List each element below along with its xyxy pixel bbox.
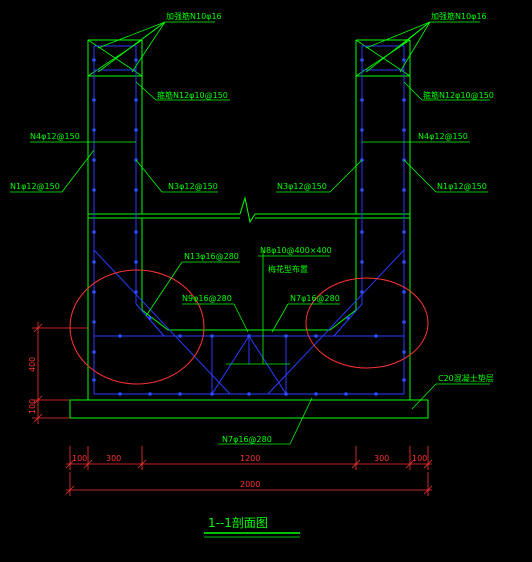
label-n13: N13φ16@280 — [184, 252, 239, 261]
label-n1-left: N1φ12@150 — [10, 182, 60, 191]
label-n1-right: N1φ12@150 — [437, 182, 487, 191]
label-n4-right: N4φ12@150 — [418, 132, 468, 141]
label-stirrup-left: 箍筋N12φ10@150 — [157, 90, 228, 100]
dim-total: 2000 — [240, 480, 260, 489]
label-n9: N9φ16@280 — [182, 294, 232, 303]
rebar — [93, 45, 405, 395]
annotations: 加强筋N10φ16 加强筋N10φ16 箍筋N12φ10@150 箍筋N12φ1… — [10, 11, 494, 444]
title-block: 1--1剖面图 — [204, 516, 300, 538]
concrete-outline — [69, 39, 429, 419]
label-n8: N8φ10@400×400 — [260, 246, 332, 255]
label-reinf-right: 加强筋N10φ16 — [431, 11, 487, 21]
dim-100-right: 100 — [412, 454, 427, 463]
label-c20: C20混凝土垫层 — [438, 373, 494, 383]
dim-100-vert: 100 — [28, 399, 37, 414]
label-n4-left: N4φ12@150 — [30, 132, 80, 141]
rebar-dots — [92, 58, 406, 396]
label-n3-left: N3φ12@150 — [168, 182, 218, 191]
highlight-ellipse-left — [69, 269, 205, 385]
dim-1200: 1200 — [240, 454, 260, 463]
label-n7-upper: N7φ16@280 — [290, 294, 340, 303]
highlight-ellipse-right — [305, 277, 429, 369]
label-n3-right: N3φ12@150 — [277, 182, 327, 191]
n8-frame — [226, 250, 290, 365]
label-n8-sub: 梅花型布置 — [268, 264, 308, 274]
label-stirrup-right: 箍筋N12φ10@150 — [423, 90, 494, 100]
dim-300-right: 300 — [374, 454, 389, 463]
dim-300-left: 300 — [106, 454, 121, 463]
leader-lines — [10, 21, 490, 445]
dim-400: 400 — [28, 357, 37, 372]
label-n7-lower: N7φ16@280 — [222, 435, 272, 444]
drawing-title: 1--1剖面图 — [208, 516, 268, 530]
dim-100-left: 100 — [72, 454, 87, 463]
dimensions: 400 100 100 300 1200 300 100 2000 — [28, 322, 433, 496]
label-reinf-left: 加强筋N10φ16 — [166, 11, 222, 21]
